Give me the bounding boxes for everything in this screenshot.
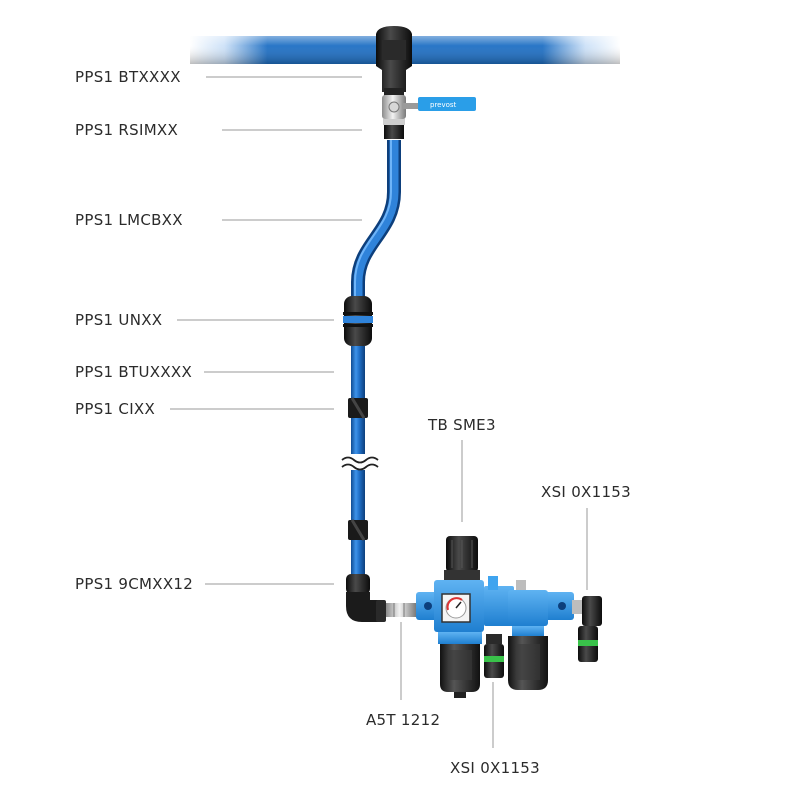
label-lmcbxx: PPS1 LMCBXX bbox=[75, 211, 183, 229]
drop-pipe-lmcbxx bbox=[351, 140, 401, 300]
pressure-gauge bbox=[441, 593, 471, 623]
valve-handle bbox=[418, 97, 476, 111]
quick-coupler-bottom bbox=[484, 634, 504, 678]
elbow-9cmxx12 bbox=[346, 574, 386, 622]
valve-brand-text: prevost bbox=[430, 101, 457, 109]
frl-unit-tb-sme3 bbox=[416, 536, 574, 698]
label-rsimxx: PPS1 RSIMXX bbox=[75, 121, 178, 139]
pipe-break-symbol bbox=[340, 454, 379, 471]
labels: PPS1 BTXXXX PPS1 RSIMXX PPS1 LMCBXX PPS1… bbox=[75, 68, 631, 777]
label-xsi-bottom: XSI 0X1153 bbox=[450, 759, 540, 777]
label-unxx: PPS1 UNXX bbox=[75, 311, 162, 329]
drop-bracket-btxxxx bbox=[376, 26, 412, 96]
label-btxxxx: PPS1 BTXXXX bbox=[75, 68, 181, 86]
union-unxx bbox=[343, 296, 373, 346]
lubricator-bowl bbox=[508, 636, 548, 690]
label-cixx: PPS1 CIXX bbox=[75, 400, 155, 418]
label-cmxx12: PPS1 9CMXX12 bbox=[75, 575, 193, 593]
adapter-a5t bbox=[386, 603, 416, 617]
label-a5t: A5T 1212 bbox=[366, 711, 440, 729]
leader-lines bbox=[170, 76, 588, 748]
quick-coupler-right bbox=[572, 596, 602, 662]
ball-valve-rsimxx: prevost bbox=[382, 95, 476, 139]
label-tb-sme3: TB SME3 bbox=[427, 416, 496, 434]
label-xsi-right: XSI 0X1153 bbox=[541, 483, 631, 501]
regulator-knob bbox=[444, 536, 480, 580]
filter-bowl bbox=[438, 632, 482, 698]
label-btuxxxx: PPS1 BTUXXXX bbox=[75, 363, 192, 381]
pipe-clip-cixx bbox=[348, 397, 368, 541]
